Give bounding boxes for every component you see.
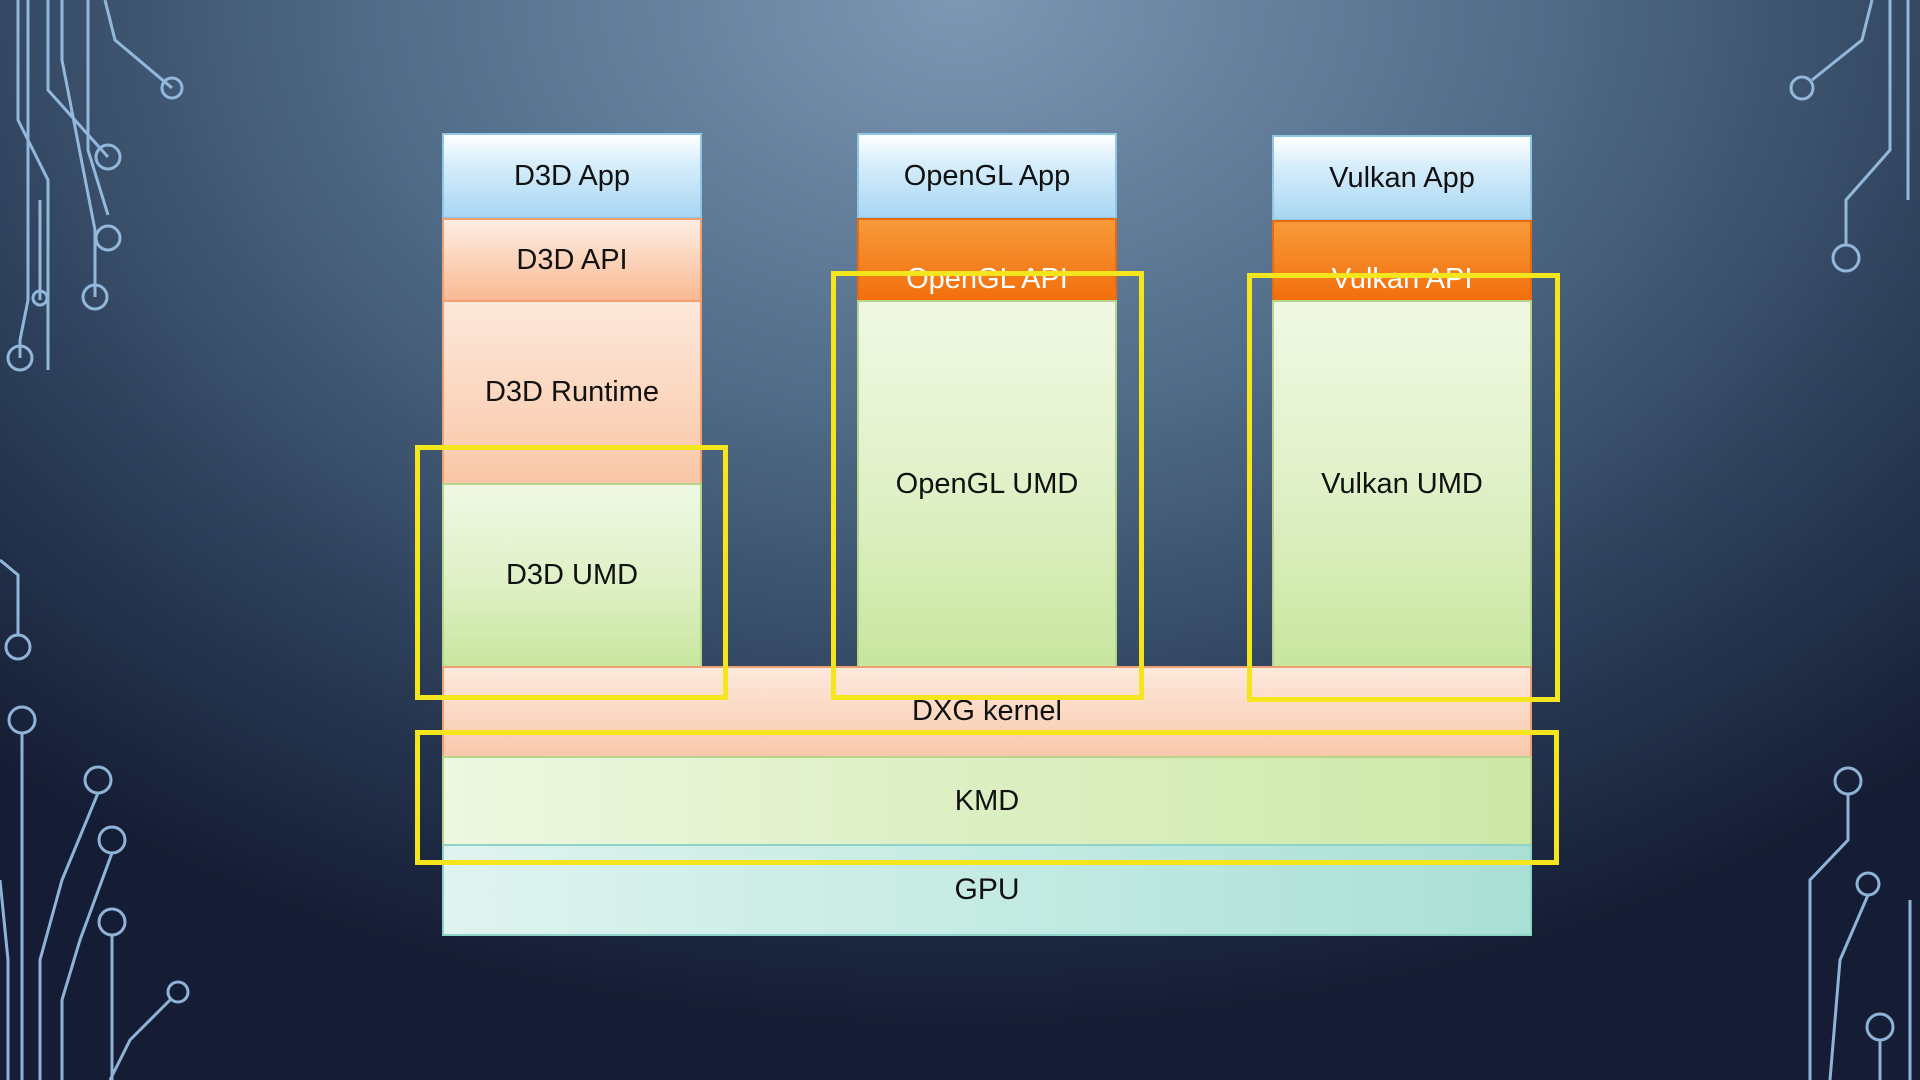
d3d-api-block: D3D API xyxy=(442,218,702,302)
opengl-api-block: OpenGL API xyxy=(857,218,1117,302)
highlight-box-kmd xyxy=(415,730,1559,865)
d3d-api-label: D3D API xyxy=(516,243,628,276)
opengl-umd-label: OpenGL UMD xyxy=(895,467,1079,500)
highlight-box-opengl-umd xyxy=(831,271,1144,700)
vulkan-umd-block: Vulkan UMD xyxy=(1272,300,1532,668)
highlight-box-vulkan-umd xyxy=(1247,273,1560,702)
vulkan-app-block: Vulkan App xyxy=(1272,135,1532,221)
highlight-box-d3d-umd xyxy=(415,445,728,700)
dxg-kernel-block: DXG kernel xyxy=(442,666,1532,758)
opengl-app-block: OpenGL App xyxy=(857,133,1117,219)
vulkan-app-label: Vulkan App xyxy=(1329,161,1475,194)
d3d-runtime-block: D3D Runtime xyxy=(442,300,702,485)
opengl-api-label: OpenGL API xyxy=(906,263,1068,295)
d3d-umd-label: D3D UMD xyxy=(505,559,639,591)
dxg-kernel-label: DXG kernel xyxy=(912,695,1062,727)
vulkan-api-label: Vulkan API xyxy=(1331,263,1473,295)
opengl-umd-block: OpenGL UMD xyxy=(857,300,1117,668)
d3d-runtime-label: D3D Runtime xyxy=(484,376,660,408)
vulkan-umd-label: Vulkan UMD xyxy=(1321,467,1483,500)
kmd-block: KMD xyxy=(442,756,1532,846)
d3d-umd-block: D3D UMD xyxy=(442,483,702,668)
gpu-label: GPU xyxy=(954,873,1020,906)
gpu-block: GPU xyxy=(442,844,1532,936)
d3d-app-label: D3D App xyxy=(513,159,631,192)
opengl-app-label: OpenGL App xyxy=(903,159,1071,192)
d3d-app-block: D3D App xyxy=(442,133,702,219)
kmd-label: KMD xyxy=(954,784,1020,817)
